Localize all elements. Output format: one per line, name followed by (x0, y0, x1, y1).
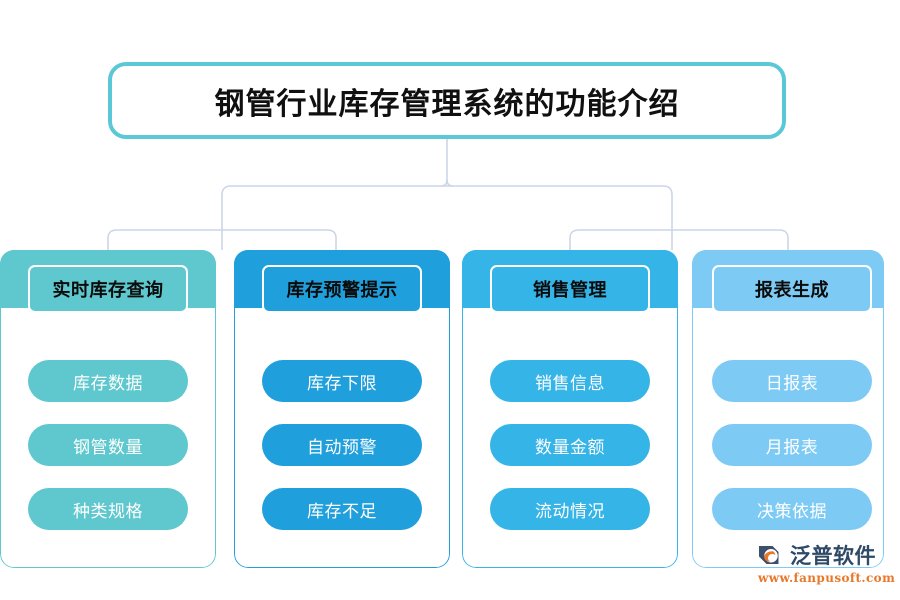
column-header-label: 销售管理 (533, 280, 607, 301)
column-item-list-3: 销售信息 数量金额 流动情况 (490, 360, 650, 552)
column-header-label: 库存预警提示 (286, 280, 398, 301)
column-header-2[interactable]: 库存预警提示 (262, 265, 422, 313)
fanpu-logo-icon (759, 546, 779, 564)
list-item-label: 销售信息 (535, 373, 605, 394)
feature-column-2[interactable]: 库存预警提示 库存下限 自动预警 库存不足 (234, 250, 450, 568)
list-item[interactable]: 月报表 (712, 424, 872, 466)
list-item[interactable]: 数量金额 (490, 424, 650, 466)
list-item[interactable]: 钢管数量 (28, 424, 188, 466)
list-item-label: 流动情况 (535, 501, 605, 522)
list-item-label: 月报表 (765, 437, 819, 458)
list-item[interactable]: 种类规格 (28, 488, 188, 530)
list-item-label: 库存数据 (73, 373, 143, 394)
watermark-logo: 泛普软件 www.fanpusoft.com (756, 540, 896, 592)
list-item-label: 日报表 (765, 373, 819, 394)
list-item[interactable]: 决策依据 (712, 488, 872, 530)
feature-column-1[interactable]: 实时库存查询 库存数据 钢管数量 种类规格 (0, 250, 216, 568)
column-item-list-2: 库存下限 自动预警 库存不足 (262, 360, 422, 552)
list-item-label: 库存下限 (307, 373, 377, 394)
list-item-label: 自动预警 (307, 437, 377, 458)
logo-name: 泛普软件 (790, 544, 876, 568)
column-header-4[interactable]: 报表生成 (712, 265, 872, 313)
list-item[interactable]: 自动预警 (262, 424, 422, 466)
logo-url: www.fanpusoft.com (758, 571, 896, 585)
diagram-title-box: 钢管行业库存管理系统的功能介绍 (108, 62, 786, 139)
list-item[interactable]: 库存不足 (262, 488, 422, 530)
list-item[interactable]: 流动情况 (490, 488, 650, 530)
list-item[interactable]: 日报表 (712, 360, 872, 402)
list-item-label: 钢管数量 (73, 437, 143, 458)
list-item-label: 种类规格 (73, 501, 143, 522)
column-header-3[interactable]: 销售管理 (490, 265, 650, 313)
column-header-label: 报表生成 (755, 280, 829, 301)
column-item-list-1: 库存数据 钢管数量 种类规格 (28, 360, 188, 552)
list-item-label: 库存不足 (307, 501, 377, 522)
column-header-1[interactable]: 实时库存查询 (28, 265, 188, 313)
list-item[interactable]: 销售信息 (490, 360, 650, 402)
list-item[interactable]: 库存数据 (28, 360, 188, 402)
list-item-label: 数量金额 (535, 437, 605, 458)
list-item-label: 决策依据 (757, 501, 827, 522)
list-item[interactable]: 库存下限 (262, 360, 422, 402)
logo-row: 泛普软件 (756, 540, 896, 570)
column-item-list-4: 日报表 月报表 决策依据 (712, 360, 872, 552)
page-title: 钢管行业库存管理系统的功能介绍 (214, 86, 680, 122)
column-header-label: 实时库存查询 (52, 280, 164, 301)
feature-column-4[interactable]: 报表生成 日报表 月报表 决策依据 (692, 250, 884, 568)
feature-column-3[interactable]: 销售管理 销售信息 数量金额 流动情况 (462, 250, 678, 568)
